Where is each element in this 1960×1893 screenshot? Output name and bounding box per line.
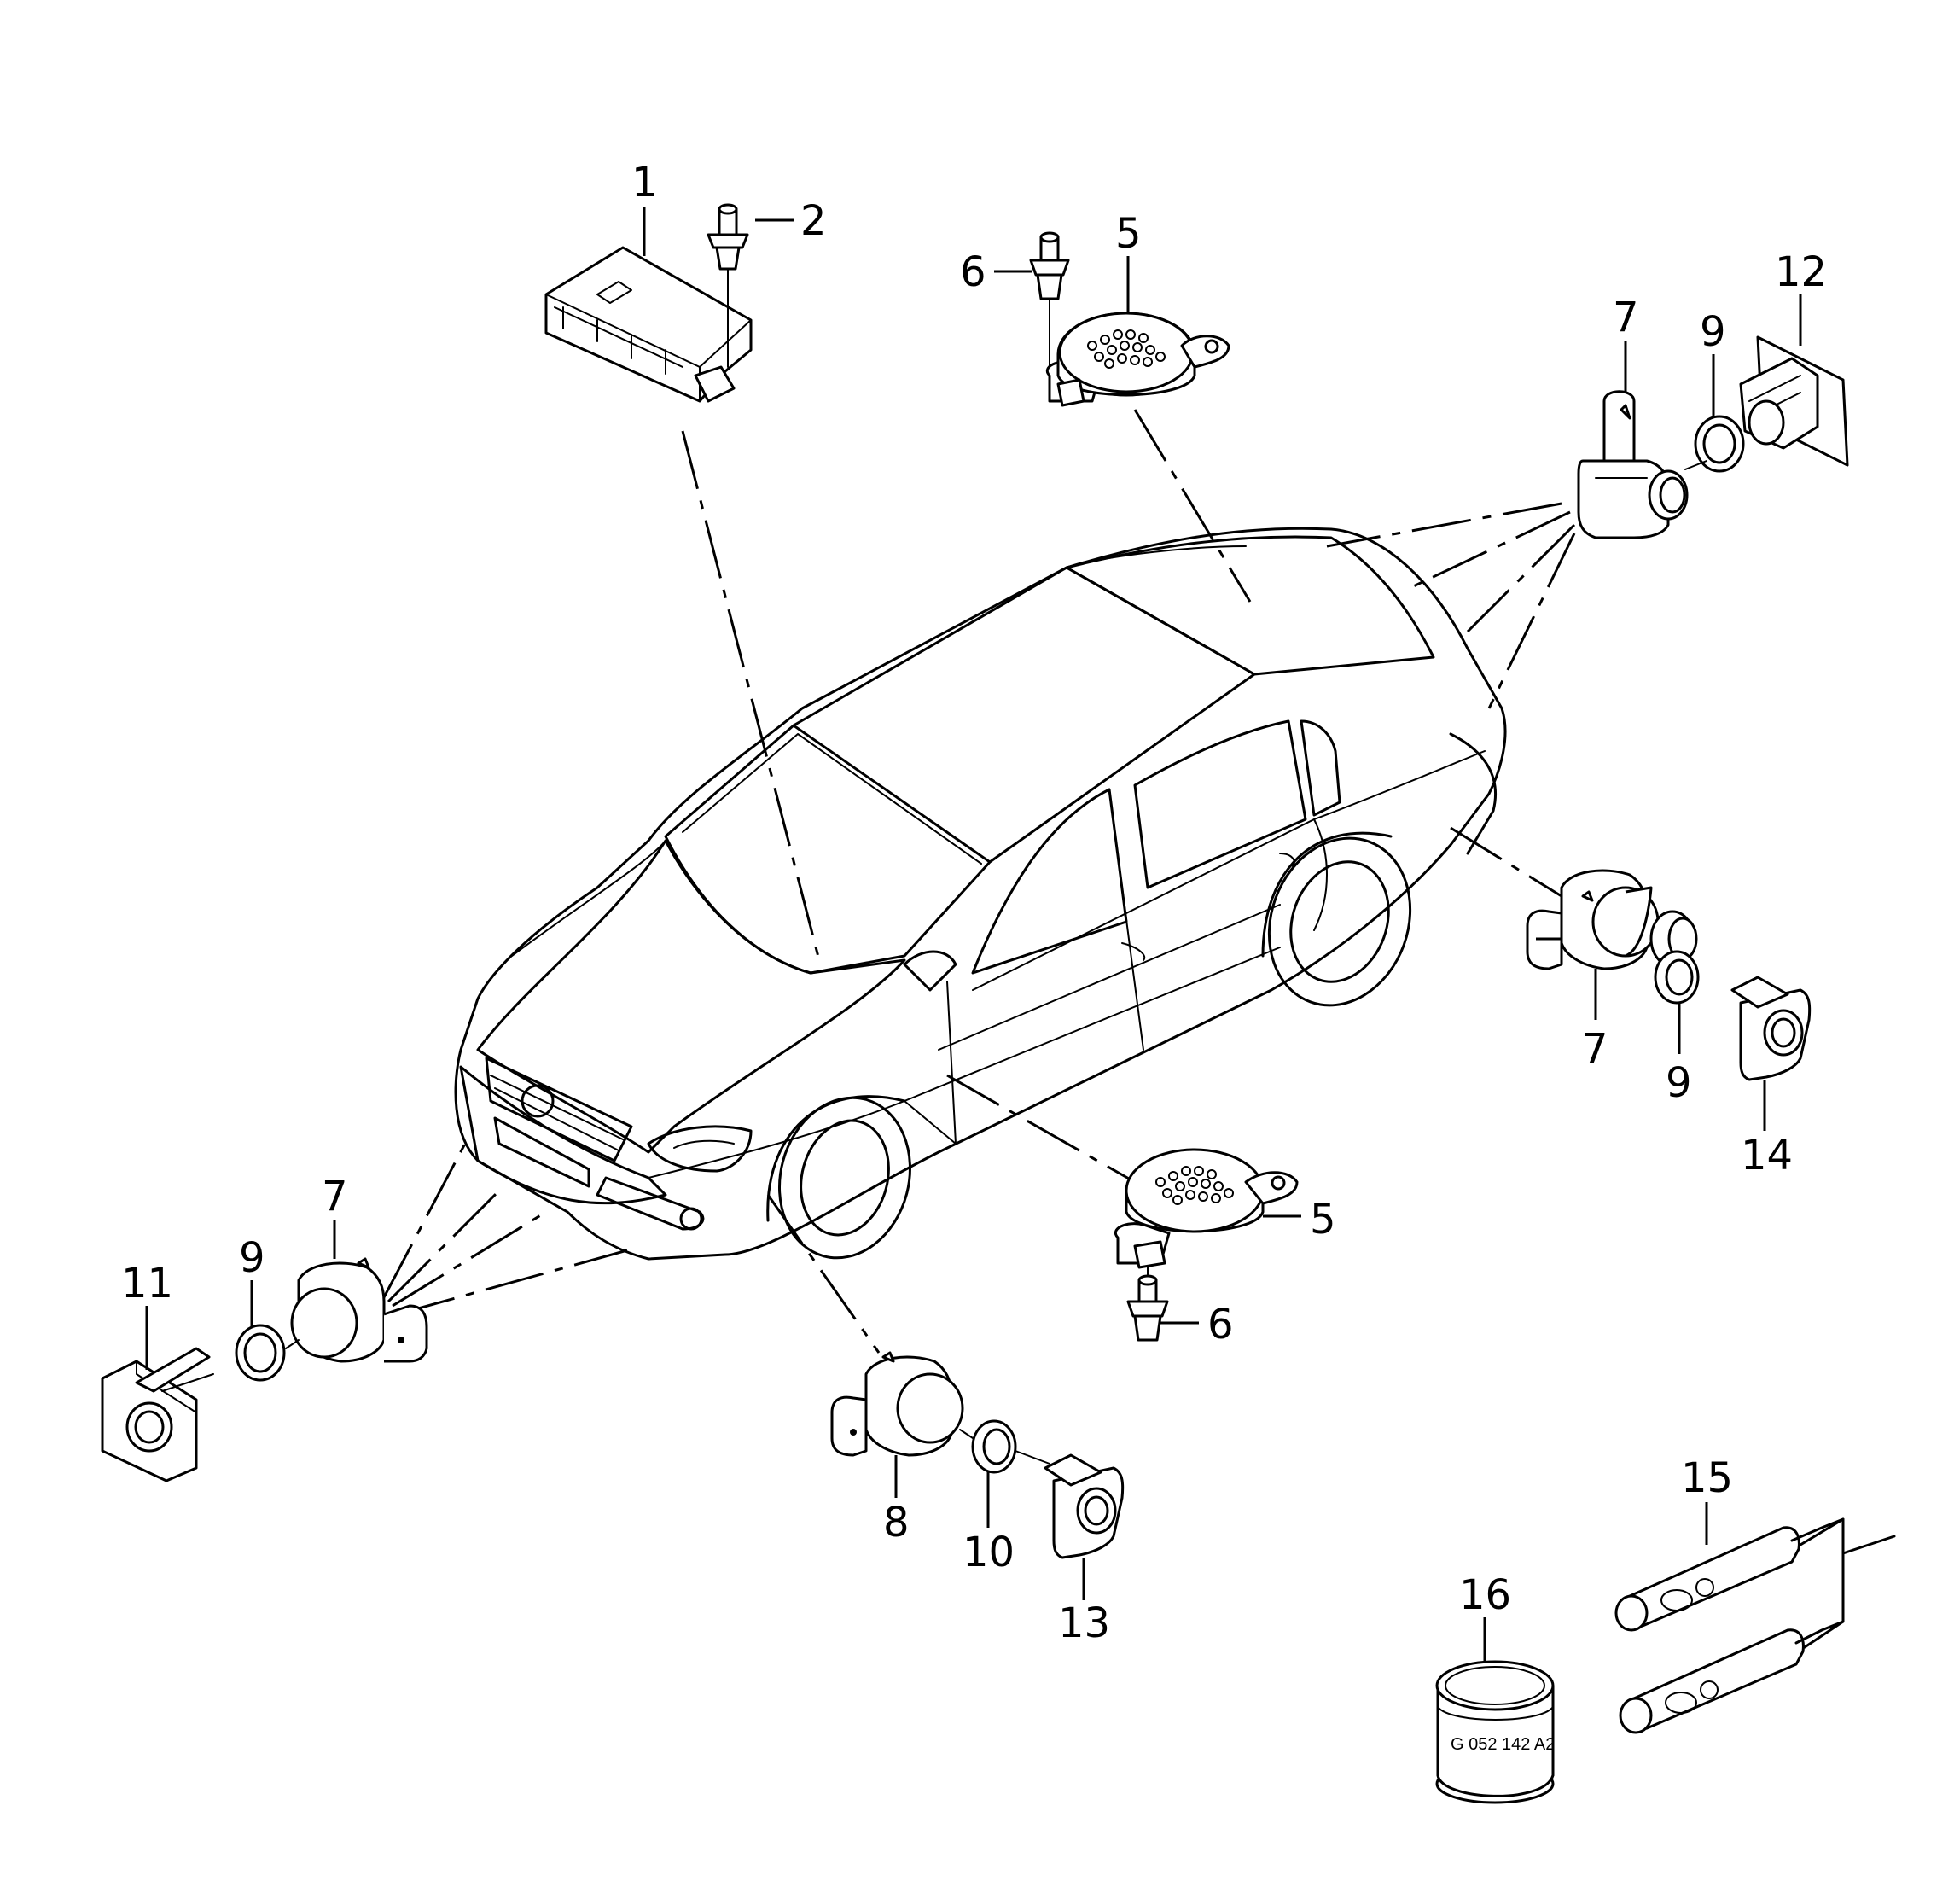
sensor-assembly-lower-left xyxy=(101,1257,428,1482)
grease-tin-label: G 052 142 A2 xyxy=(1451,1735,1555,1754)
callout-15: 15 xyxy=(1681,1454,1733,1502)
callout-5-lower: 5 xyxy=(1310,1196,1336,1244)
callout-9-right: 9 xyxy=(1666,1059,1692,1107)
clip-part-2 xyxy=(707,203,749,368)
warning-buzzer-lower xyxy=(1114,1148,1299,1302)
grease-tin-part-16: G 052 142 A2 xyxy=(1435,1660,1555,1804)
callout-numbers: 1 2 5 6 12 7 9 7 9 14 5 6 7 9 11 8 10 13… xyxy=(121,159,1827,1647)
buzzer-grille xyxy=(1087,329,1166,369)
callout-8: 8 xyxy=(883,1499,910,1546)
callout-7-right: 7 xyxy=(1582,1025,1608,1073)
sensor-assembly-right xyxy=(1526,869,1812,1081)
callout-7-lower-left: 7 xyxy=(322,1173,348,1220)
callout-14: 14 xyxy=(1741,1132,1793,1179)
callout-2: 2 xyxy=(800,197,827,245)
callout-6-upper: 6 xyxy=(960,248,986,296)
callout-11: 11 xyxy=(121,1260,173,1308)
buzzer-grille-lower xyxy=(1155,1166,1234,1205)
callout-1: 1 xyxy=(631,159,658,207)
sensor-assembly-lower-center xyxy=(830,1351,1125,1559)
warning-buzzer-upper xyxy=(1046,312,1230,407)
callout-12: 12 xyxy=(1775,248,1827,296)
clip-part-6-upper xyxy=(1029,231,1070,389)
car-illustration xyxy=(454,527,1507,1261)
callout-16: 16 xyxy=(1459,1571,1511,1619)
callout-9-lower-left: 9 xyxy=(239,1234,265,1282)
reference-lines xyxy=(382,409,1576,1354)
callout-5-upper: 5 xyxy=(1115,210,1142,258)
repair-cable-part-15 xyxy=(1614,1517,1896,1734)
sensor-assembly-upper-right xyxy=(1577,335,1849,539)
callout-9-upper-right: 9 xyxy=(1700,308,1726,356)
callout-13: 13 xyxy=(1058,1599,1110,1647)
control-unit-part xyxy=(544,246,753,403)
callout-6-lower: 6 xyxy=(1207,1301,1234,1348)
callout-10: 10 xyxy=(963,1529,1015,1576)
callout-leaders xyxy=(145,207,1802,1663)
clip-part-6-lower xyxy=(1126,1274,1169,1342)
callout-7-upper-right: 7 xyxy=(1613,294,1639,341)
